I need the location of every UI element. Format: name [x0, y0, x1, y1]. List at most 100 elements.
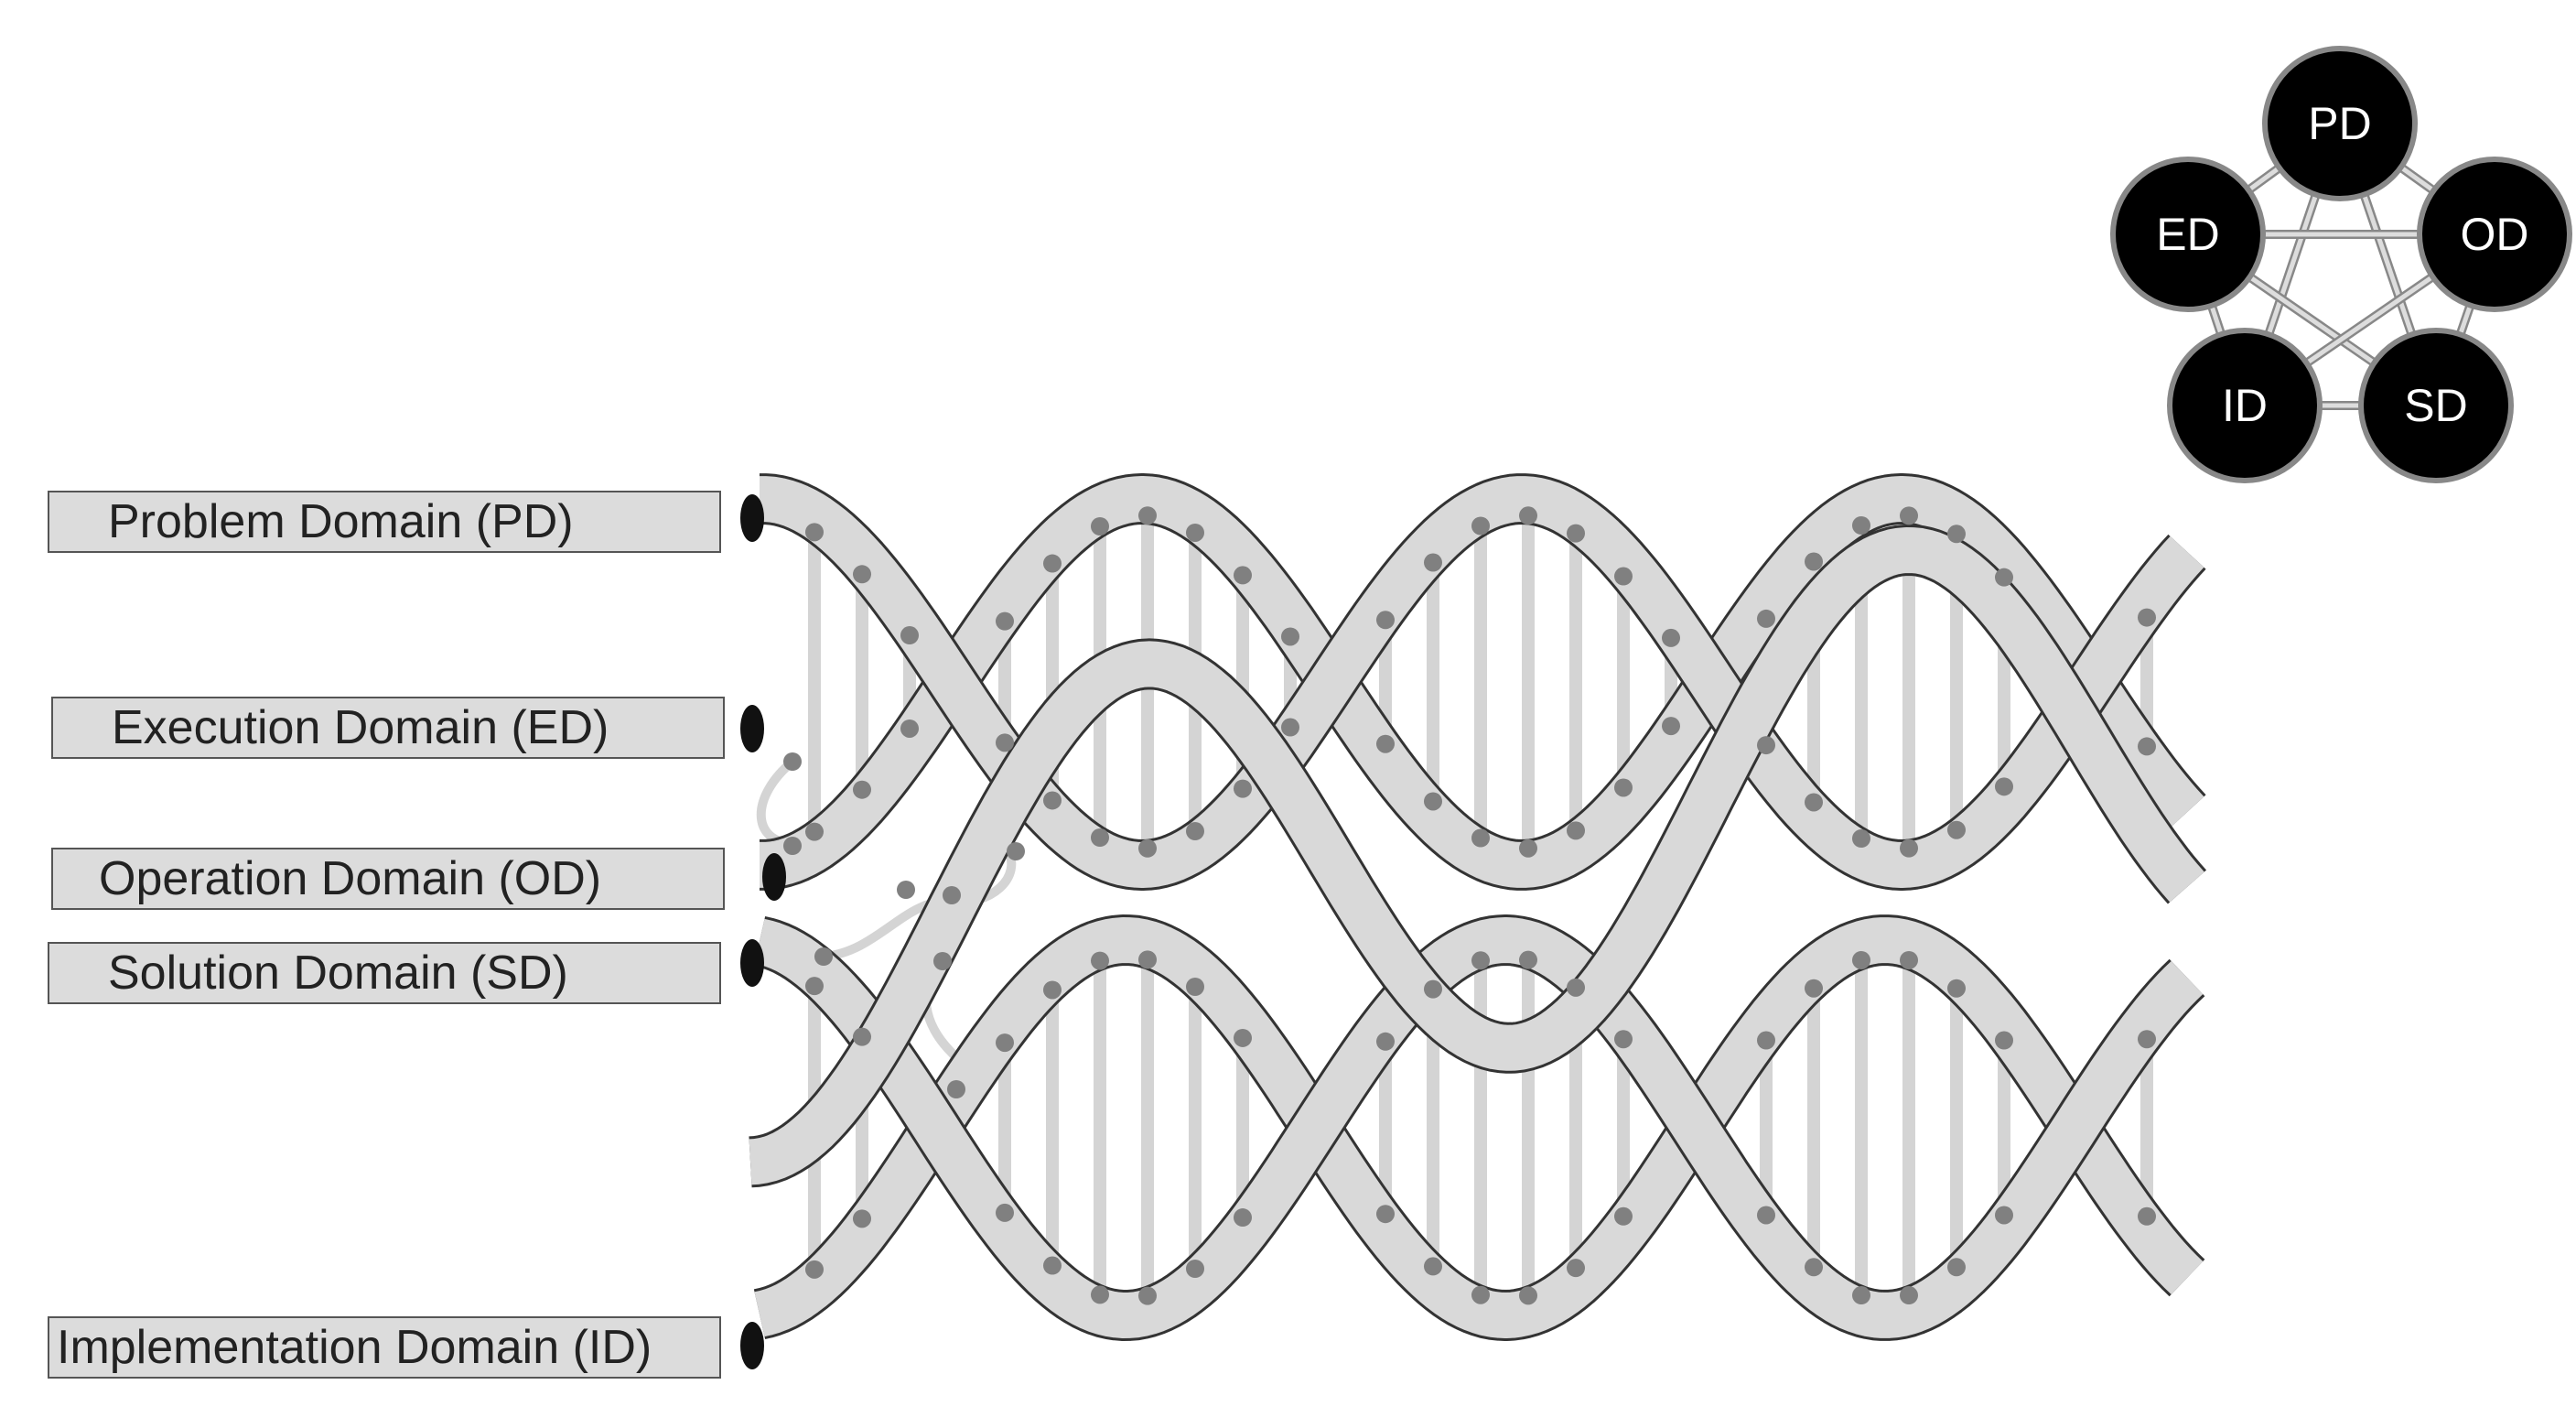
upper-helix-base-dot [996, 611, 1014, 631]
lower-helix-base-dot [2138, 1030, 2156, 1049]
cross-link-dot [783, 752, 802, 771]
upper-helix-base-dot [1186, 523, 1204, 542]
lower-helix-base-dot [1234, 1208, 1252, 1228]
lower-helix-base-dot [805, 1260, 824, 1279]
lower-helix-base-dot [1519, 1286, 1537, 1305]
upper-helix-base-dot [1091, 828, 1109, 847]
lower-helix-strand-a [743, 917, 2204, 1338]
upper-helix-base-dot [1376, 611, 1395, 630]
upper-helix-base-dot [1138, 506, 1157, 525]
upper-helix-base-dot [1805, 793, 1823, 812]
legend-node-od: OD [2417, 157, 2572, 312]
lower-helix-strand-b [743, 917, 2204, 1338]
label-implementation-domain: Implementation Domain (ID) [48, 1316, 721, 1379]
lower-helix-base-dot [1852, 950, 1870, 969]
lower-helix-base-dot [1138, 1286, 1157, 1305]
legend-node-od-label: OD [2461, 209, 2529, 260]
ed-strand [734, 527, 2204, 1185]
lower-helix-base-dot [996, 1203, 1014, 1222]
upper-helix-base-dot [1519, 506, 1537, 525]
upper-helix-base-dot [1471, 516, 1490, 536]
lower-helix-base-dot [1424, 1257, 1442, 1276]
label-execution-domain: Execution Domain (ED) [51, 697, 725, 759]
legend-node-id: ID [2167, 328, 2323, 483]
lower-helix-base-dot [1234, 1028, 1252, 1047]
cross-link-dot [783, 837, 802, 855]
upper-helix-base-dot [1567, 821, 1585, 840]
upper-helix-base-dot [1852, 515, 1870, 535]
lower-helix-base-dot [853, 1209, 871, 1228]
lower-helix-base-dot [1567, 978, 1585, 997]
lower-helix-base-dot [1043, 1256, 1062, 1275]
lower-helix-base-dot [1805, 979, 1823, 998]
legend-node-id-label: ID [2222, 380, 2268, 431]
upper-helix-base-dot [1947, 820, 1966, 839]
lower-helix-base-dot [1091, 951, 1109, 970]
label-problem-domain: Problem Domain (PD) [48, 491, 721, 553]
label-solution-domain: Solution Domain (SD) [48, 942, 721, 1004]
upper-helix-base-dot [1043, 554, 1062, 573]
upper-helix-base-dot [1281, 718, 1299, 737]
legend-node-pd-label: PD [2308, 98, 2371, 149]
upper-helix-base-dot [1947, 525, 1966, 544]
upper-helix-base-dot [1805, 552, 1823, 571]
legend-node-pd: PD [2262, 46, 2418, 201]
upper-helix-base-dot [900, 719, 919, 738]
upper-helix-base-dot [1519, 838, 1537, 858]
lower-helix-base-dot [1852, 1286, 1870, 1305]
lower-helix-base-dot [1471, 1285, 1490, 1304]
upper-helix-base-dot [1757, 609, 1775, 628]
lower-helix-base-dot [2138, 1206, 2156, 1226]
upper-helix-base-dot [1234, 779, 1252, 798]
lower-helix-base-dot [1471, 951, 1490, 970]
strand-end-cap [740, 939, 764, 987]
upper-helix-strand-a [743, 476, 2204, 888]
upper-helix-base-dot [2138, 608, 2156, 627]
strand-end-caps [740, 494, 786, 1369]
upper-helix-base-dot [1281, 627, 1299, 646]
legend-node-ed: ED [2110, 157, 2266, 312]
upper-helix-base-dot [996, 733, 1014, 752]
strand-end-cap [740, 1322, 764, 1369]
cross-link-dot [814, 947, 833, 966]
legend-node-sd: SD [2358, 328, 2514, 483]
lower-helix-base-dot [1519, 950, 1537, 969]
lower-helix-base-dot [1900, 950, 1918, 969]
legend-node-sd-label: SD [2404, 380, 2467, 431]
lower-helix-base-dot [1186, 978, 1204, 997]
lower-helix-base-dot [1376, 1205, 1395, 1224]
upper-helix-base-dot [1900, 506, 1918, 525]
upper-helix-base-dot [900, 626, 919, 645]
upper-helix-base-dot [1091, 517, 1109, 536]
base-dots [783, 506, 2156, 1305]
lower-helix-base-dot [1614, 1030, 1633, 1049]
lower-helix-base-dot [1947, 979, 1966, 998]
upper-helix-base-dot [1852, 829, 1870, 849]
helix-strands [731, 473, 2207, 1341]
lower-helix-base-dot [1805, 1258, 1823, 1277]
strand-end-cap [740, 494, 764, 542]
lower-helix-base-dot [1567, 1259, 1585, 1278]
lower-helix-base-dot [1995, 1031, 2013, 1050]
cross-link-dot [897, 881, 915, 899]
lower-helix-base-dot [805, 977, 824, 996]
lower-helix-base-dot [1186, 1259, 1204, 1278]
lower-helix-base-dot [853, 1027, 871, 1046]
upper-helix-base-dot [2138, 737, 2156, 756]
lower-helix-base-dot [1043, 980, 1062, 1000]
upper-helix-base-dot [1234, 566, 1252, 585]
cross-link-dot [943, 886, 961, 904]
lower-helix-base-dot [1376, 1032, 1395, 1051]
upper-helix-base-dot [1995, 777, 2013, 796]
upper-helix-base-dot [853, 565, 871, 584]
lower-helix-base-dot [1614, 1206, 1633, 1226]
upper-helix-base-dot [1662, 628, 1680, 647]
upper-helix-base-dot [1186, 822, 1204, 841]
upper-helix-base-dot [805, 523, 824, 542]
upper-helix-base-dot [1614, 778, 1633, 797]
upper-helix-base-dot [1043, 791, 1062, 810]
upper-helix-base-dot [1471, 828, 1490, 848]
upper-helix-base-dot [1424, 553, 1442, 572]
upper-helix-strand-b [743, 476, 2204, 888]
